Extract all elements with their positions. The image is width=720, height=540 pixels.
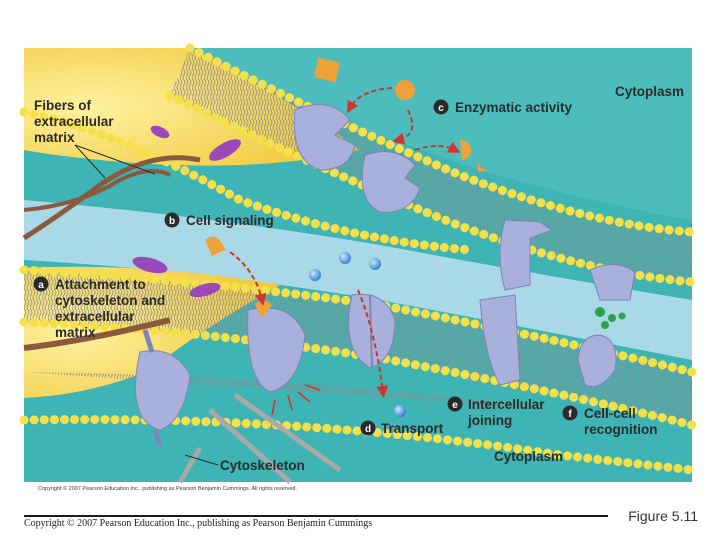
ion-3 xyxy=(369,258,381,270)
badge-b xyxy=(164,212,180,228)
signaling-receptor xyxy=(247,307,306,393)
footer-rule xyxy=(24,515,608,517)
label-attachment: Attachment to cytoskeleton and extracell… xyxy=(55,277,169,340)
signal-molecule xyxy=(205,236,225,256)
junction-protein-lower xyxy=(479,294,521,386)
label-fibers: Fibers of extracellular matrix xyxy=(34,98,117,145)
ecm-fiber-2 xyxy=(23,169,171,212)
ion-1 xyxy=(309,269,321,281)
attachment-protein xyxy=(135,350,191,431)
ecm-fiber-3 xyxy=(23,317,171,351)
svg-text:a: a xyxy=(38,280,44,291)
badge-c xyxy=(433,99,449,115)
upper-membrane-heads-top xyxy=(185,43,697,237)
badge-f xyxy=(562,405,578,421)
glycoprotein xyxy=(209,139,241,161)
svg-text:c: c xyxy=(438,103,444,114)
junction-protein-upper xyxy=(499,219,554,291)
label-signaling: Cell signaling xyxy=(186,213,274,228)
substrate-circle xyxy=(395,80,415,100)
ecm-fiber-1 xyxy=(22,155,201,241)
substrate-square xyxy=(314,57,340,83)
svg-text:b: b xyxy=(169,216,175,227)
enzyme-protein-1 xyxy=(293,103,356,171)
badge-e xyxy=(447,396,463,412)
enzyme-protein-2 xyxy=(361,151,421,213)
inner-copyright: Copyright © 2007 Pearson Education Inc.,… xyxy=(38,485,297,492)
ion-transported xyxy=(394,405,406,417)
label-recognition: Cell-cell recognition xyxy=(584,406,658,437)
red-arrows xyxy=(229,87,461,398)
label-transport: Transport xyxy=(381,421,444,436)
label-intercellular: Intercellular joining xyxy=(467,397,548,428)
cytoskeleton-rod-1 xyxy=(208,408,292,484)
svg-text:f: f xyxy=(568,409,572,420)
recognition-protein-upper xyxy=(589,264,636,301)
footer-copyright: Copyright © 2007 Pearson Education Inc.,… xyxy=(24,518,373,529)
svg-text:e: e xyxy=(452,400,458,411)
recognition-protein-lower xyxy=(577,334,617,388)
cytoskeleton-rod-2 xyxy=(233,392,342,473)
upper-membrane xyxy=(170,48,692,282)
figure-number: Figure 5.11 xyxy=(628,508,698,524)
label-cytoskeleton: Cytoskeleton xyxy=(220,458,305,473)
svg-text:d: d xyxy=(365,424,371,435)
label-cytoplasm-top: Cytoplasm xyxy=(615,84,684,99)
label-cytoplasm-bottom: Cytoplasm xyxy=(494,449,563,464)
label-enzymatic: Enzymatic activity xyxy=(455,100,573,115)
upper-membrane-heads-bottom xyxy=(165,90,697,287)
badge-d xyxy=(360,420,376,436)
ion-2 xyxy=(339,252,351,264)
badge-a xyxy=(33,276,49,292)
